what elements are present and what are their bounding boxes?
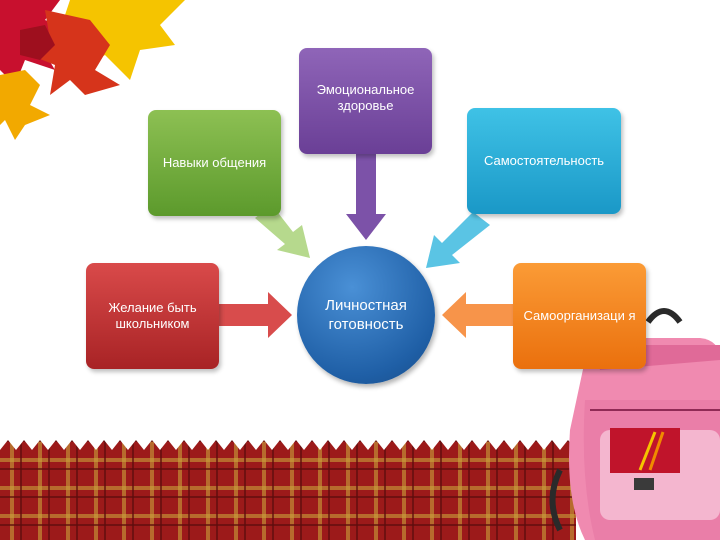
node-independence: Самостоятельность [467,108,621,214]
arrow-independence-to-center [426,212,490,268]
node-emotional-health: Эмоциональное здоровье [299,48,432,154]
backpack-icon [549,308,720,540]
arrow-selforg-to-center [442,292,513,338]
node-communication-skills-label: Навыки общения [162,155,267,170]
node-desire-label: Желание быть школьником [108,300,197,331]
gold-leaf-icon [0,70,50,140]
node-desire-to-be-student: Желание быть школьником [86,263,219,369]
node-independence-label: Самостоятельность [483,153,605,168]
node-emotional-health-label: Эмоциональное здоровье [316,82,415,113]
arrow-emotional-to-center [346,154,386,240]
center-node-personal-readiness: Личностная готовность [297,246,435,384]
node-communication-skills: Навыки общения [148,110,281,216]
node-self-organization: Самоорганизаци я [513,263,646,369]
center-node-label: Личностная готовность [325,297,407,333]
node-self-organization-label: Самоорганизаци я [523,308,636,323]
autumn-leaves-decor [0,0,185,140]
arrow-communication-to-center [255,205,310,258]
dark-red-leaf-icon [20,25,55,60]
orange-leaf-icon [30,10,120,95]
arrow-desire-to-center [219,292,292,338]
plaid-fence-decor [0,440,576,540]
